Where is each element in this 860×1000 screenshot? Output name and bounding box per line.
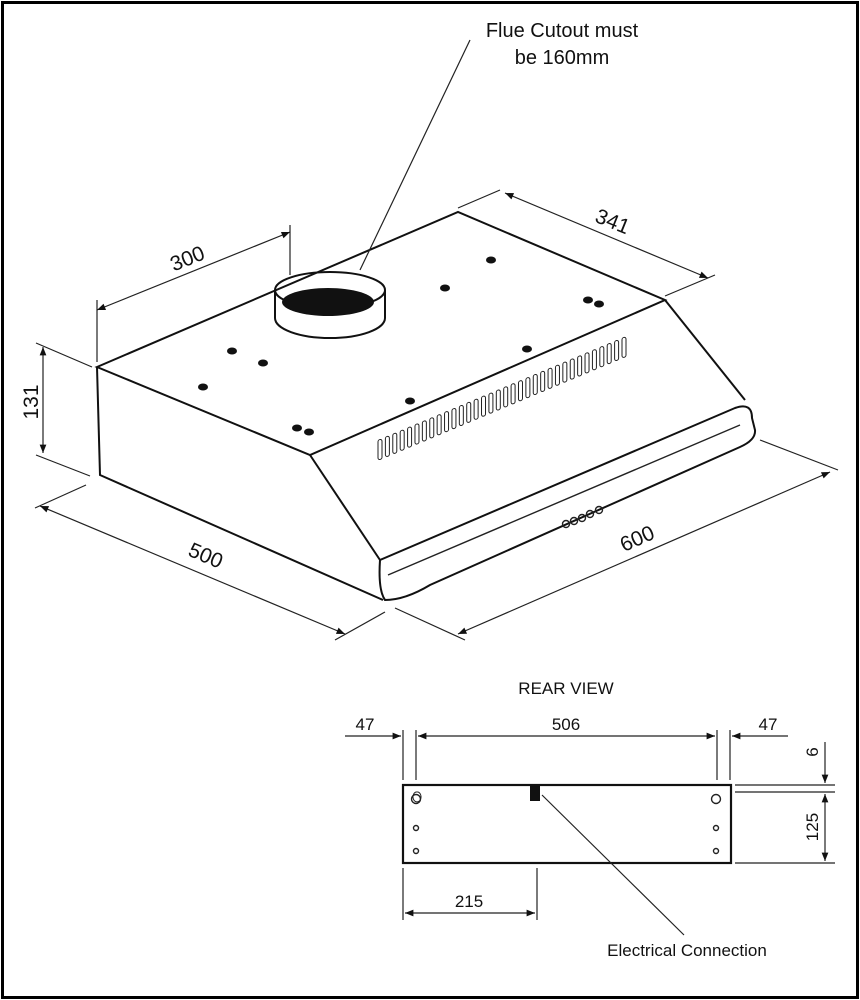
vent-slot	[503, 386, 509, 408]
vent-slot	[554, 364, 560, 386]
vent-slot	[414, 423, 420, 445]
rear-left-offset-label: 47	[356, 715, 375, 734]
vent-slot	[517, 380, 523, 402]
rear-connection-offset-label: 215	[455, 892, 483, 911]
vent-slot	[473, 398, 479, 420]
dimension-label-600: 600	[617, 521, 658, 556]
vent-slot	[510, 383, 516, 405]
vent-slot	[621, 336, 627, 358]
vent-slot	[481, 395, 487, 417]
vent-slot	[547, 367, 553, 389]
dimension-label-341: 341	[592, 205, 633, 239]
dimension-label-131: 131	[20, 384, 43, 419]
rear-mounting-holes	[412, 824, 720, 855]
vent-slot	[451, 408, 457, 430]
flue-note-line-2: be 160mm	[515, 47, 610, 69]
vent-slot	[577, 355, 583, 377]
electrical-connection-label: Electrical Connection	[607, 941, 767, 960]
vent-slot	[614, 339, 620, 362]
dimension-label-500: 500	[185, 539, 226, 574]
lip-line	[387, 424, 741, 576]
vent-slot	[466, 401, 472, 423]
dimension-131: 131	[20, 342, 93, 477]
rear-hole-spacing-label: 506	[552, 715, 580, 734]
front-panel-right-edge	[664, 299, 746, 401]
hood-side-face	[96, 366, 384, 601]
vent-slot	[540, 370, 546, 392]
flue-note-line-1: Flue Cutout must	[486, 20, 639, 42]
vent-slot	[384, 435, 390, 457]
rear-panel	[401, 783, 733, 865]
vent-slot	[429, 417, 435, 439]
dimension-600: 600	[394, 439, 839, 641]
vent-slot	[421, 420, 427, 442]
rear-view-title: REAR VIEW	[518, 679, 613, 698]
vent-slot	[584, 352, 590, 374]
vent-slot	[392, 432, 398, 454]
dimension-500: 500	[34, 484, 386, 641]
vent-slot	[525, 377, 531, 399]
keyhole-slots	[410, 791, 722, 805]
front-lip	[378, 405, 757, 602]
vent-slots	[377, 336, 627, 461]
electrical-connection-block	[530, 785, 540, 801]
front-panel-left-edge	[309, 454, 381, 561]
vent-slot	[591, 349, 597, 371]
flue-leader-line	[359, 39, 471, 271]
vent-slot	[488, 392, 494, 414]
vent-slot	[377, 438, 383, 461]
rear-view: REAR VIEW 47 506 47 6 125	[345, 679, 835, 960]
flue-collar	[274, 271, 386, 339]
vent-slot	[532, 373, 538, 396]
vent-slot	[569, 358, 575, 380]
dimension-300: 300	[96, 225, 291, 362]
vent-slot	[562, 361, 568, 383]
vent-slot	[606, 343, 612, 365]
rear-height-label: 125	[803, 813, 822, 841]
rear-right-offset-label: 47	[759, 715, 778, 734]
vent-slot	[399, 429, 405, 451]
vent-slot	[458, 404, 464, 426]
vent-slot	[495, 389, 501, 411]
vent-slot	[436, 414, 442, 436]
dimension-341: 341	[457, 189, 716, 297]
rear-top-gap-label: 6	[803, 747, 822, 756]
vent-slot	[444, 411, 450, 433]
top-mounting-holes	[198, 256, 604, 436]
vent-slot	[599, 346, 605, 368]
vent-slot	[407, 426, 413, 448]
dimension-label-300: 300	[167, 242, 208, 276]
